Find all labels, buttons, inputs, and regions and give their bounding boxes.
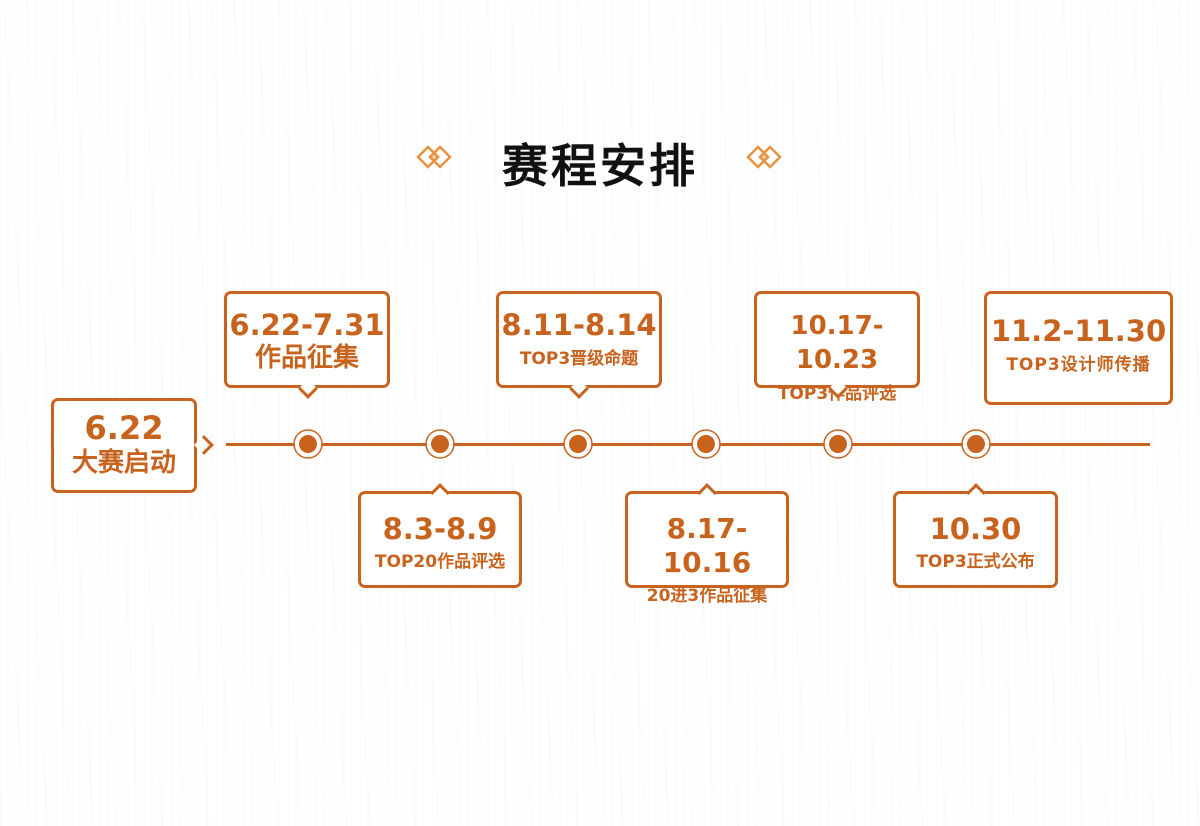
- stage-box: 10.17-10.23 TOP3作品评选: [754, 291, 920, 404]
- section-header: 赛程安排: [0, 126, 1200, 196]
- stage-box: 8.11-8.14 TOP3晋级命题: [496, 291, 662, 388]
- diamond-decoration-icon: [416, 145, 452, 169]
- timeline-node: [563, 429, 593, 459]
- stage-box: 8.17-10.16 20进3作品征集: [625, 491, 789, 606]
- timeline-node: [823, 429, 853, 459]
- stage-date: 10.30: [929, 512, 1022, 546]
- stage-date: 6.22-7.31: [229, 308, 385, 342]
- start-label: 大赛启动: [71, 448, 176, 478]
- timeline-node: [961, 429, 991, 459]
- timeline-node: [425, 429, 455, 459]
- stage-label: 作品征集: [254, 343, 359, 373]
- stage-date: 11.2-11.30: [990, 314, 1167, 348]
- stage-label: 20进3作品征集: [646, 586, 768, 606]
- stage-box: 8.3-8.9 TOP20作品评选: [358, 491, 522, 588]
- start-date: 6.22: [84, 409, 164, 447]
- stage-label: TOP3正式公布: [916, 552, 1035, 572]
- timeline-line: [226, 443, 1150, 446]
- stage-date: 8.17-10.16: [662, 512, 752, 579]
- stage-label: TOP3设计师传播: [1006, 355, 1151, 375]
- stage-box: 11.2-11.30 TOP3设计师传播: [984, 291, 1173, 405]
- timeline-node: [293, 429, 323, 459]
- stage-date: 8.11-8.14: [501, 308, 657, 342]
- stage-date: 10.17-10.23: [790, 311, 884, 375]
- stage-label: TOP3晋级命题: [519, 349, 639, 369]
- stage-date: 8.3-8.9: [382, 512, 498, 546]
- page-title: 赛程安排: [502, 139, 698, 193]
- diamond-decoration-icon: [746, 145, 782, 169]
- start-box: 6.22 大赛启动: [51, 398, 197, 493]
- stage-label: TOP20作品评选: [374, 552, 506, 572]
- timeline-node: [691, 429, 721, 459]
- stage-box: 10.30 TOP3正式公布: [893, 491, 1058, 588]
- stage-box: 6.22-7.31 作品征集: [224, 291, 390, 388]
